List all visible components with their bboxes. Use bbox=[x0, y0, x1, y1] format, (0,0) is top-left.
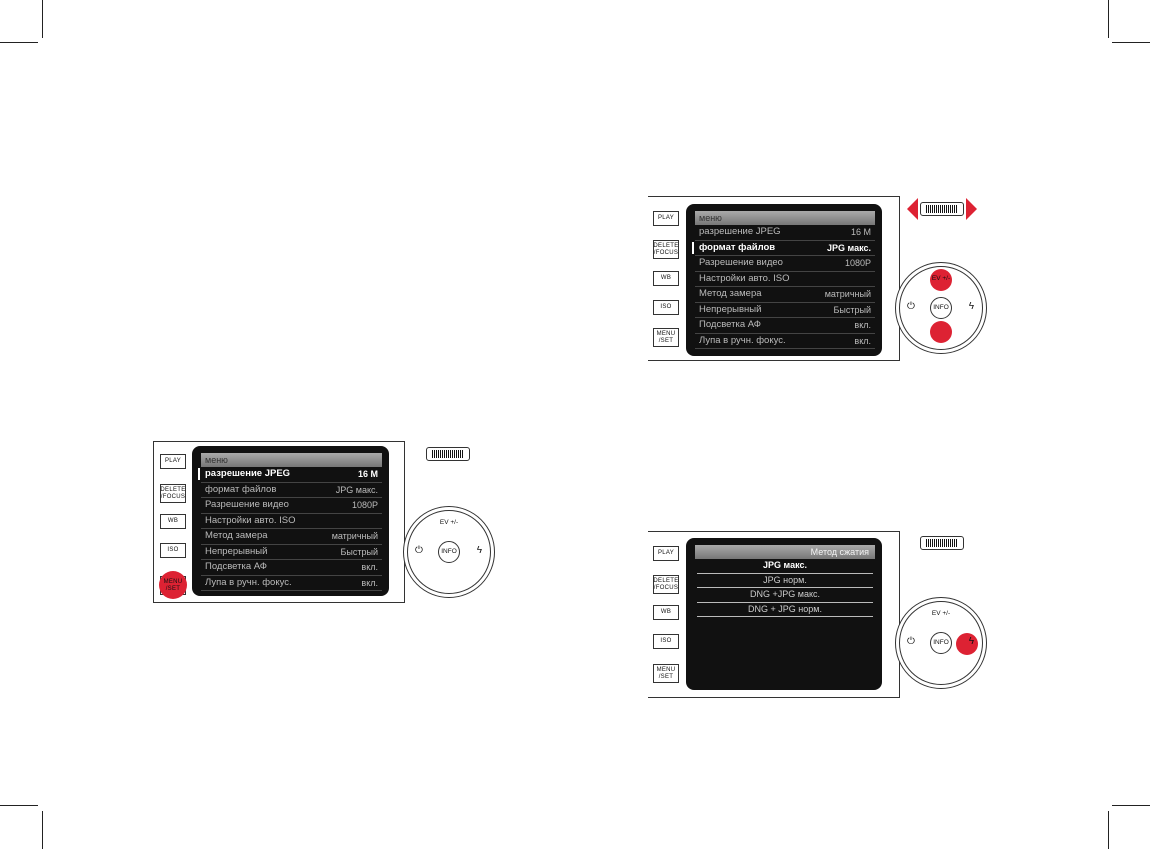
submenu-option[interactable]: JPG норм. bbox=[697, 574, 873, 588]
press-up-indicator bbox=[930, 269, 952, 291]
submenu-option[interactable]: JPG макс. bbox=[697, 559, 873, 574]
play-button[interactable]: PLAY bbox=[653, 211, 679, 226]
control-dial[interactable]: EV +/- INFO ⏻ ϟ bbox=[895, 597, 987, 689]
iso-button[interactable]: ISO bbox=[653, 300, 679, 315]
flash-icon: ϟ bbox=[968, 301, 974, 312]
lcd-screen-3: Метод сжатия JPG макс. JPG норм. DNG +JP… bbox=[686, 538, 882, 690]
menu-set-button[interactable]: MENU /SET bbox=[159, 571, 187, 599]
info-button[interactable]: INFO bbox=[930, 297, 952, 319]
self-timer-icon: ⏻ bbox=[907, 301, 915, 312]
crop-mark bbox=[0, 805, 38, 806]
wb-button[interactable]: WB bbox=[160, 514, 186, 529]
menu-item-auto-iso[interactable]: Настройки авто. ISO bbox=[695, 272, 875, 287]
menu-item-auto-iso[interactable]: Настройки авто. ISO bbox=[201, 514, 382, 529]
crop-mark bbox=[42, 0, 43, 38]
info-button[interactable]: INFO bbox=[438, 541, 460, 563]
menu-set-button[interactable]: MENU /SET bbox=[653, 328, 679, 347]
ev-label: EV +/- bbox=[931, 610, 951, 617]
arrow-left-icon bbox=[907, 198, 918, 220]
menu-header: меню bbox=[695, 211, 875, 225]
crop-mark bbox=[1112, 42, 1150, 43]
submenu-header: Метод сжатия bbox=[695, 545, 875, 559]
wb-button[interactable]: WB bbox=[653, 605, 679, 620]
self-timer-icon: ⏻ bbox=[907, 636, 915, 647]
thumbwheel[interactable] bbox=[920, 536, 964, 550]
delete-focus-button[interactable]: DELETE /FOCUS bbox=[160, 484, 186, 503]
delete-focus-button[interactable]: DELETE /FOCUS bbox=[653, 575, 679, 594]
play-button[interactable]: PLAY bbox=[653, 546, 679, 561]
submenu-option[interactable]: DNG + JPG норм. bbox=[697, 603, 873, 617]
self-timer-icon: ⏻ bbox=[415, 545, 423, 556]
delete-focus-button[interactable]: DELETE /FOCUS bbox=[653, 240, 679, 259]
wb-button[interactable]: WB bbox=[653, 271, 679, 286]
iso-button[interactable]: ISO bbox=[160, 543, 186, 558]
menu-header: меню bbox=[201, 453, 382, 467]
submenu-option[interactable]: DNG +JPG макс. bbox=[697, 588, 873, 603]
control-dial[interactable]: EV +/- INFO ⏻ ϟ bbox=[403, 506, 495, 598]
crop-mark bbox=[1108, 0, 1109, 38]
crop-mark bbox=[1112, 805, 1150, 806]
press-indicator bbox=[159, 571, 187, 599]
menu-item-mf-assist[interactable]: Лупа в ручн. фокус.вкл. bbox=[201, 576, 382, 591]
arrow-right-icon bbox=[966, 198, 977, 220]
crop-mark bbox=[42, 811, 43, 849]
menu-item-mf-assist[interactable]: Лупа в ручн. фокус.вкл. bbox=[695, 334, 875, 349]
ev-label: EV +/- bbox=[931, 275, 951, 282]
press-right-indicator bbox=[956, 633, 978, 655]
press-down-indicator bbox=[930, 321, 952, 343]
iso-button[interactable]: ISO bbox=[653, 634, 679, 649]
thumbwheel[interactable] bbox=[426, 447, 470, 461]
control-dial[interactable]: EV +/- INFO ⏻ ϟ bbox=[895, 262, 987, 354]
crop-mark bbox=[1108, 811, 1109, 849]
crop-mark bbox=[0, 42, 38, 43]
play-button[interactable]: PLAY bbox=[160, 454, 186, 469]
flash-icon: ϟ bbox=[968, 636, 974, 647]
ev-label: EV +/- bbox=[439, 519, 459, 526]
info-button[interactable]: INFO bbox=[930, 632, 952, 654]
flash-icon: ϟ bbox=[476, 545, 482, 556]
thumbwheel[interactable] bbox=[920, 202, 964, 216]
menu-set-button[interactable]: MENU /SET bbox=[653, 664, 679, 683]
